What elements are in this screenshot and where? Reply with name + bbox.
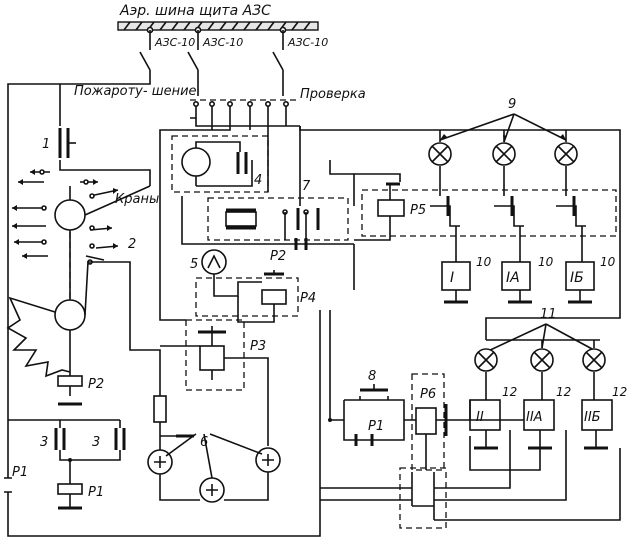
box-10-2: IA <box>506 270 520 286</box>
breaker-label-3: АЗС-10 <box>287 36 328 49</box>
right-mid-wire <box>353 173 401 206</box>
contact-p1-label: Р1 <box>368 419 384 434</box>
relay-p1-label: Р1 <box>88 485 104 500</box>
breaker-3: АЗС-10 <box>272 26 328 82</box>
breaker-label-1: АЗС-10 <box>154 36 195 49</box>
cranes-label: Краны <box>115 192 159 207</box>
relay-p5-label: Р5 <box>410 203 426 218</box>
breaker-label-2: АЗС-10 <box>202 36 243 49</box>
crane-selector-lower <box>6 261 161 380</box>
lamps-11 <box>474 323 606 400</box>
bottom-connector <box>320 430 621 529</box>
relay-p2-label: Р2 <box>88 377 104 392</box>
block-p3 <box>159 310 269 446</box>
bus-bar <box>117 21 319 31</box>
right-mid-wire-b <box>329 160 355 290</box>
main-left-wire-b <box>7 310 321 537</box>
button-8-block <box>328 310 416 446</box>
breaker-2: АЗС-10 <box>187 26 243 82</box>
buttons-3-block <box>8 419 126 510</box>
label-7: 7 <box>302 179 311 194</box>
boxes-10 <box>441 261 595 304</box>
label-4: 4 <box>254 173 262 188</box>
label-12-a: 12 <box>502 385 517 399</box>
fire-switch-label: Пожароту- шение <box>74 84 197 99</box>
box-10-3: IБ <box>570 270 584 286</box>
block-7 <box>207 126 349 241</box>
relay-p2 <box>57 375 83 406</box>
label-9: 9 <box>508 97 516 112</box>
contact-p1-left-label: Р1 <box>12 465 28 480</box>
label-10-b: 10 <box>538 255 554 269</box>
block-p5 <box>354 182 617 262</box>
contact-p2 <box>181 196 354 250</box>
bus-title: Аэр. шина щита АЗС <box>119 3 271 19</box>
label-3-right: 3 <box>92 435 100 450</box>
label-1: 1 <box>42 137 50 152</box>
label-5: 5 <box>190 257 198 272</box>
box-12-2: IIA <box>526 410 543 425</box>
relay-p4-label: Р4 <box>300 291 316 306</box>
boxes-12 <box>469 399 613 450</box>
contact-p1-left <box>4 477 12 493</box>
main-left-wire <box>7 82 151 478</box>
crane-selector-upper <box>12 169 151 300</box>
label-12-b: 12 <box>556 385 571 399</box>
block-6 <box>147 380 281 503</box>
contact-p2-label: Р2 <box>270 249 286 264</box>
label-8: 8 <box>368 369 376 384</box>
button-1 <box>58 84 151 186</box>
label-3-left: 3 <box>40 435 48 450</box>
label-2: 2 <box>128 237 136 252</box>
bus-hatching <box>123 21 311 31</box>
block-p4 <box>195 270 299 323</box>
relay-p3-label: Р3 <box>250 339 266 354</box>
box-12-1: II <box>476 410 484 425</box>
label-10-a: 10 <box>476 255 492 269</box>
relay-p6-label: Р6 <box>420 387 436 402</box>
check-switch-label: Проверка <box>300 87 366 102</box>
box-10-1: I <box>450 270 454 286</box>
breaker-1: АЗС-10 <box>139 26 195 82</box>
lamp-5 <box>201 249 227 275</box>
box-12-3: IIБ <box>584 410 601 425</box>
label-10-c: 10 <box>600 255 616 269</box>
right-main-wire <box>299 126 621 340</box>
label-11: 11 <box>540 307 557 322</box>
label-12-c: 12 <box>612 385 627 399</box>
block-p6 <box>411 373 541 471</box>
switch-bank <box>159 82 300 310</box>
lamps-9 <box>428 113 578 196</box>
label-6: 6 <box>200 435 208 450</box>
